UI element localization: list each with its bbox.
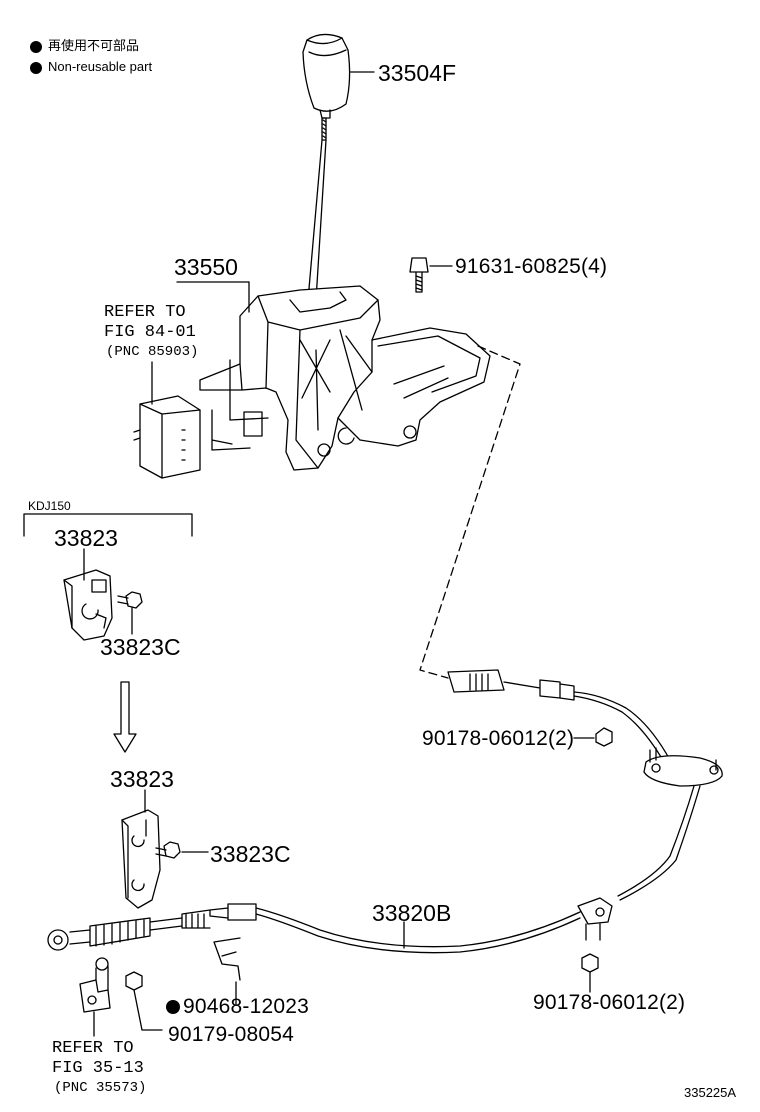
- non-reusable-icon: [166, 1000, 180, 1015]
- bolt-drawing: [409, 257, 429, 293]
- nut-bottom-drawing: [581, 953, 599, 973]
- variant-label: KDJ150: [28, 499, 71, 513]
- bolt-small-bottom: [155, 841, 181, 859]
- ref-fig35-line1: REFER TO: [52, 1039, 134, 1058]
- bracket-bottom-drawing: [121, 809, 161, 909]
- shift-lever-housing: [199, 285, 491, 471]
- filled-circle-icon: [30, 40, 42, 53]
- ref-fig84-line3: (PNC 85903): [106, 344, 199, 360]
- bolt-small-top: [117, 591, 143, 609]
- legend-jp-text: 再使用不可部品: [48, 38, 140, 53]
- legend-en: Non-reusable part: [30, 60, 152, 74]
- ref-fig35-line2[interactable]: FIG 35-13: [52, 1059, 144, 1078]
- nut-small-drawing: [125, 971, 143, 991]
- shift-cable-drawing: [47, 669, 723, 954]
- part-label-bracket-c-bottom[interactable]: 33823C: [210, 841, 291, 867]
- part-label-knob[interactable]: 33504F: [378, 60, 457, 86]
- part-label-bolt[interactable]: 91631-60825(4): [455, 255, 608, 278]
- part-label-nut-small[interactable]: 90179-08054: [168, 1023, 294, 1046]
- filled-circle-icon: [30, 61, 42, 74]
- legend-jp: 再使用不可部品: [30, 39, 139, 53]
- shift-knob-drawing: [302, 33, 351, 119]
- part-label-nut-bottom[interactable]: 90178-06012(2): [533, 991, 686, 1014]
- bracket-top-drawing: [63, 569, 113, 641]
- shift-lever-rod: [307, 117, 327, 301]
- ref-fig84-line1: REFER TO: [104, 303, 186, 322]
- ref-fig84-line2[interactable]: FIG 84-01: [104, 323, 196, 342]
- clip-drawing: [213, 937, 241, 981]
- ecu-box-drawing: [133, 395, 201, 479]
- nut-mid-drawing: [595, 727, 613, 747]
- part-label-nut-mid[interactable]: 90178-06012(2): [422, 727, 575, 750]
- part-label-clip[interactable]: 90468-12023: [166, 996, 309, 1017]
- part-label-bracket-top[interactable]: 33823: [54, 525, 118, 551]
- legend-en-text: Non-reusable part: [48, 59, 153, 74]
- illustration-id: 335225A: [684, 1085, 737, 1100]
- ref-fig35-line3: (PNC 35573): [54, 1080, 147, 1096]
- small-bracket-drawing: [79, 957, 111, 1013]
- part-label-shift-lever-assy[interactable]: 33550: [174, 254, 238, 280]
- arrow-down-icon: [113, 681, 137, 753]
- part-label-bracket-bottom[interactable]: 33823: [110, 766, 174, 792]
- part-label-cable[interactable]: 33820B: [372, 900, 452, 926]
- part-label-clip-text: 90468-12023: [183, 995, 309, 1018]
- part-label-bracket-c-top[interactable]: 33823C: [100, 634, 181, 660]
